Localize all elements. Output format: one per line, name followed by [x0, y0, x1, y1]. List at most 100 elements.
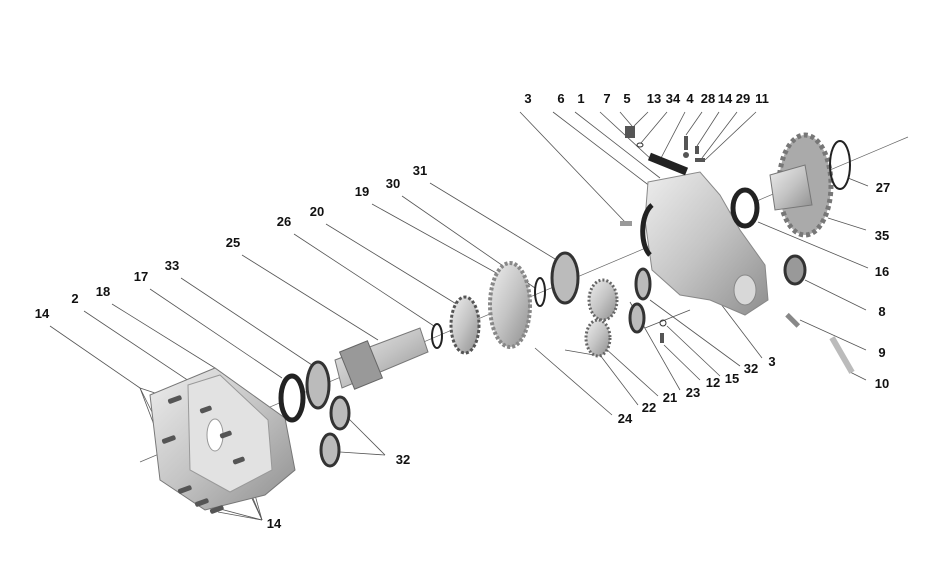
- part-label: 8: [878, 304, 885, 319]
- part-label: 35: [875, 228, 889, 243]
- leader-line: [757, 221, 869, 269]
- part-label: 15: [725, 371, 739, 386]
- tube-part: [829, 336, 855, 374]
- leader-line: [552, 111, 656, 191]
- leader-line: [644, 309, 691, 329]
- leader-line: [534, 347, 613, 416]
- part-label: 10: [875, 376, 889, 391]
- gear-part: [449, 295, 481, 355]
- bearing-part: [783, 254, 807, 286]
- part-label: 28: [701, 91, 715, 106]
- part-label: 31: [413, 163, 427, 178]
- part-label: 19: [355, 184, 369, 199]
- circlip-part: [431, 323, 443, 349]
- part-label: 2: [71, 291, 78, 306]
- part-label: 1: [577, 91, 584, 106]
- part-label: 32: [744, 361, 758, 376]
- part-label: 3: [768, 354, 775, 369]
- leader-line: [804, 279, 867, 311]
- leader-line: [659, 111, 686, 161]
- leader-line: [371, 203, 501, 276]
- part-label: 12: [706, 375, 720, 390]
- part-label: 13: [647, 91, 661, 106]
- leader-line: [149, 288, 283, 379]
- dowel-part: [620, 221, 632, 226]
- leader-line: [429, 182, 561, 263]
- bearing-part: [319, 432, 341, 468]
- seal-part: [278, 373, 306, 423]
- leader-line: [619, 111, 633, 127]
- circlip-part: [829, 140, 851, 190]
- leader-line: [849, 371, 867, 381]
- leader-line: [666, 325, 721, 377]
- part-label: 7: [603, 91, 610, 106]
- sprocket-part: [769, 132, 834, 238]
- leader-line: [633, 111, 649, 127]
- part-label: 32: [396, 452, 410, 467]
- part-label: 18: [96, 284, 110, 299]
- bearing-part: [634, 267, 652, 301]
- part-label: 34: [666, 91, 681, 106]
- small-hardware-part: [625, 126, 705, 343]
- part-label: 6: [557, 91, 564, 106]
- part-label: 20: [310, 204, 324, 219]
- leader-line: [663, 344, 701, 381]
- circlip-part: [534, 277, 546, 307]
- large-gear-part: [488, 261, 532, 349]
- leader-line: [347, 417, 386, 456]
- part-label: 11: [755, 91, 769, 106]
- part-label: 26: [277, 214, 291, 229]
- input-shaft-part: [334, 327, 429, 390]
- part-label: 27: [876, 180, 890, 195]
- pinion-gear-part: [587, 278, 619, 322]
- bearing-part: [305, 360, 331, 410]
- part-label: 14: [35, 306, 50, 321]
- part-label: 16: [875, 264, 889, 279]
- leader-line: [339, 451, 386, 456]
- leader-line: [847, 177, 869, 187]
- screws-part: [161, 395, 245, 514]
- part-label: 24: [618, 411, 633, 426]
- leader-line: [519, 111, 626, 223]
- leader-line: [111, 303, 216, 369]
- leader-line: [640, 111, 668, 144]
- part-label: 22: [642, 400, 656, 415]
- pin-part: [785, 312, 801, 328]
- part-label: 5: [623, 91, 630, 106]
- leader-line: [217, 511, 263, 521]
- part-label: 14: [718, 91, 733, 106]
- gearbox-housing-part: [640, 152, 769, 316]
- leader-line: [827, 217, 867, 231]
- leader-line: [49, 325, 141, 389]
- bearing-part: [550, 251, 580, 305]
- part-label: 21: [663, 390, 677, 405]
- part-label: 14: [267, 516, 282, 531]
- leader-line: [704, 111, 757, 161]
- leader-line: [701, 111, 738, 159]
- part-label: 3: [524, 91, 531, 106]
- leader-line: [649, 299, 741, 367]
- part-label: 25: [226, 235, 240, 250]
- leader-line: [685, 111, 703, 136]
- leader-line: [83, 310, 196, 386]
- leader-line: [599, 354, 639, 406]
- part-label: 33: [165, 258, 179, 273]
- leader-line: [241, 254, 379, 341]
- seal-part: [730, 187, 760, 229]
- part-label: 23: [686, 385, 700, 400]
- leader-line: [799, 319, 867, 351]
- part-label: 29: [736, 91, 750, 106]
- leader-line: [604, 347, 659, 397]
- leader-line: [574, 111, 661, 179]
- pinion-gear-part: [584, 318, 612, 358]
- part-label: 9: [878, 345, 885, 360]
- leader-line: [696, 111, 720, 147]
- part-label: 4: [686, 91, 694, 106]
- bearing-part: [628, 302, 646, 334]
- leader-line: [293, 233, 435, 327]
- part-label: 30: [386, 176, 400, 191]
- leader-line: [325, 223, 459, 306]
